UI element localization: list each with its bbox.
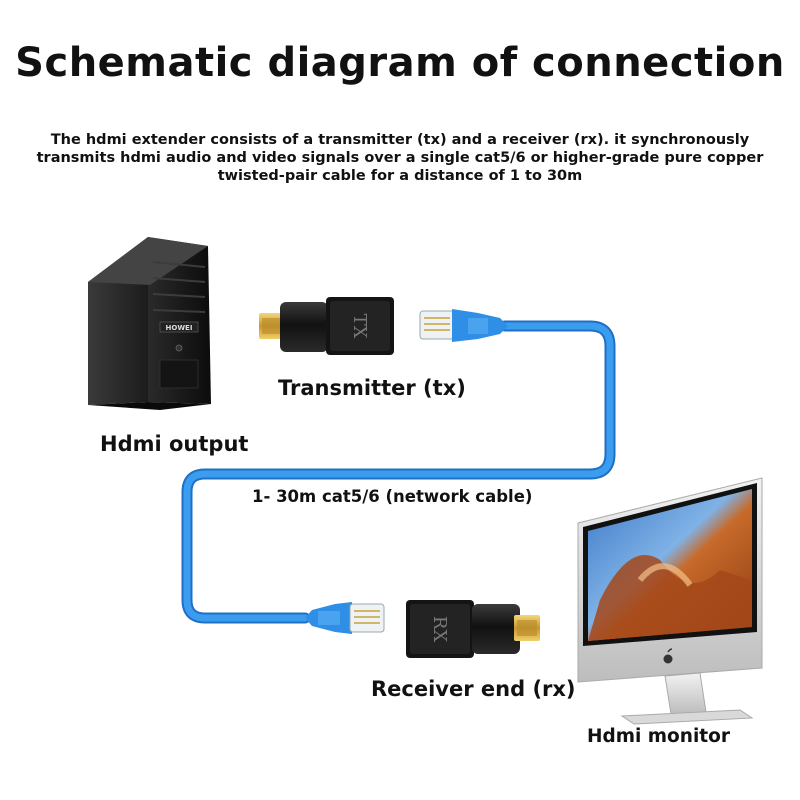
transmitter-label: Transmitter (tx) (278, 376, 466, 400)
rj45-connector-icon (419, 309, 508, 342)
pc-brand-label: HOWEI (166, 324, 193, 332)
apple-logo-icon (663, 648, 673, 664)
hdmi-output-label: Hdmi output (100, 432, 249, 456)
page-title: Schematic diagram of connection (15, 40, 785, 86)
computer-tower-icon: HOWEI (88, 237, 211, 410)
hdmi-receiver-adapter-icon: RX (406, 600, 540, 658)
description-text: The hdmi extender consists of a transmit… (36, 132, 764, 184)
rj45-connector-icon (305, 602, 385, 634)
tx-mark: TX (349, 314, 370, 339)
hdmi-monitor-label: Hdmi monitor (587, 726, 730, 747)
cable-label: 1- 30m cat5/6 (network cable) (252, 487, 533, 506)
rx-mark: RX (429, 616, 450, 643)
hdmi-transmitter-adapter-icon: TX (259, 297, 394, 355)
monitor-icon (577, 477, 763, 725)
receiver-label: Receiver end (rx) (371, 677, 576, 701)
